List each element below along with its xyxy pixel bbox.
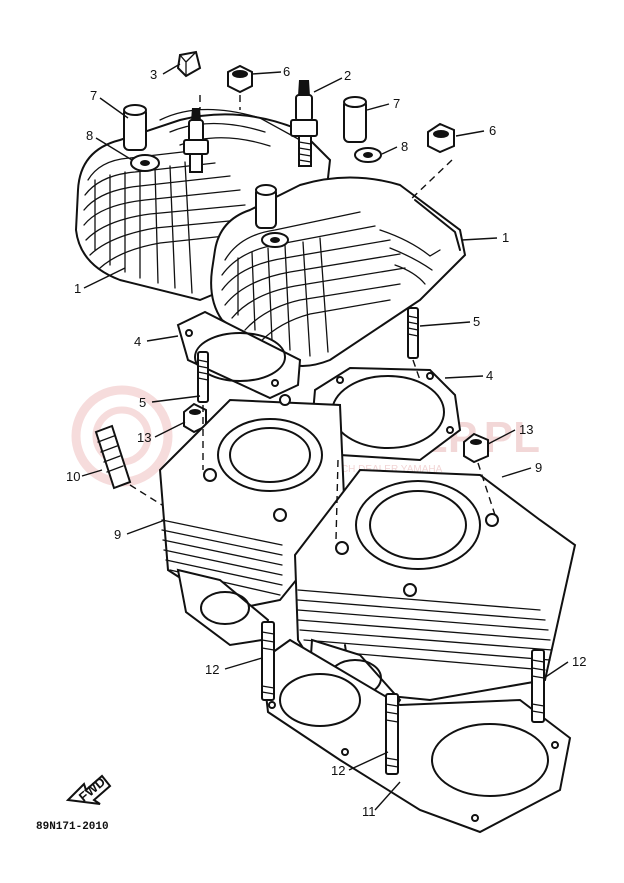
callout-10: 10 (66, 469, 80, 484)
callout-6a: 6 (283, 64, 290, 79)
cap-nut-6-left (227, 64, 253, 94)
callout-7a: 7 (90, 88, 97, 103)
leader-lines (81, 63, 569, 811)
callout-12a: 12 (205, 662, 219, 677)
base-gasket (260, 638, 572, 834)
nut-3 (176, 50, 202, 78)
callout-5a: 5 (139, 395, 146, 410)
washer-8-left (130, 154, 160, 172)
dowel-7-left (123, 104, 147, 151)
callout-3: 3 (150, 67, 157, 82)
spark-plug-left (183, 108, 209, 173)
callout-8a: 8 (86, 128, 93, 143)
callout-1b: 1 (502, 230, 509, 245)
callout-4b: 4 (486, 368, 493, 383)
callout-12b: 12 (331, 763, 345, 778)
dowel-7-head (255, 184, 277, 229)
drawing-code: 89N171-2010 (36, 821, 109, 833)
stud-10 (94, 424, 132, 490)
stud-12-left (261, 621, 275, 701)
washer-8-head (261, 232, 289, 248)
callout-2: 2 (344, 68, 351, 83)
head-gasket-left (176, 310, 302, 400)
spark-plug-right (290, 80, 318, 167)
callout-12c: 12 (572, 654, 586, 669)
stud-12-right (531, 649, 545, 723)
fwd-arrow: FWD (65, 774, 112, 805)
assembly-lines (129, 95, 496, 541)
callout-11: 11 (362, 804, 376, 819)
callout-9a: 9 (114, 527, 121, 542)
callout-13b: 13 (519, 422, 533, 437)
callout-6b: 6 (489, 123, 496, 138)
callout-5b: 5 (473, 314, 480, 329)
callout-labels: 3 6 2 7 7 8 8 6 1 1 4 5 5 4 13 13 10 9 9… (66, 64, 586, 819)
stud-12-center (385, 693, 399, 775)
callout-9b: 9 (535, 460, 542, 475)
callout-1a: 1 (74, 281, 81, 296)
stud-5-left (197, 351, 209, 403)
callout-13a: 13 (137, 430, 151, 445)
nut-13-right (463, 432, 489, 464)
washer-8-right (354, 147, 382, 163)
cap-nut-6-right (427, 122, 455, 154)
callout-7b: 7 (393, 96, 400, 111)
nut-13-left (183, 402, 207, 434)
callout-4a: 4 (134, 334, 141, 349)
dowel-7-right (343, 96, 367, 143)
callout-8b: 8 (401, 139, 408, 154)
stud-5-right (407, 307, 419, 359)
